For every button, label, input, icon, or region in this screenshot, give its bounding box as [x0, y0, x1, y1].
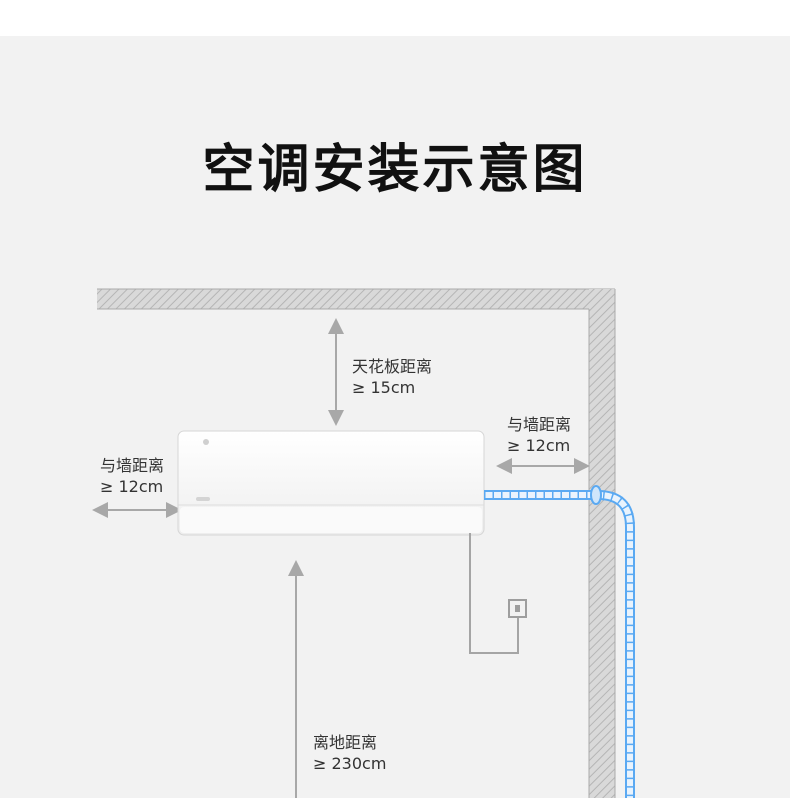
- page-title: 空调安装示意图: [202, 140, 588, 200]
- refrigerant-pipe: [484, 485, 635, 798]
- floor-clearance-label: 离地距离 ≥ 230cm: [313, 733, 387, 773]
- ceiling-clearance-label: 天花板距离 ≥ 15cm: [352, 357, 433, 397]
- left-clearance-label: 与墙距离 ≥ 12cm: [100, 456, 165, 496]
- pipe-collar-icon: [590, 485, 602, 505]
- power-cable: [469, 533, 527, 654]
- top-band: [0, 0, 790, 36]
- brand-mark-icon: [196, 497, 210, 501]
- ceiling: [97, 288, 615, 310]
- indoor-ac-unit: [177, 430, 485, 536]
- brand-logo-icon: [203, 439, 209, 445]
- right-clearance-label: 与墙距离 ≥ 12cm: [507, 415, 572, 455]
- right-wall: [588, 289, 616, 798]
